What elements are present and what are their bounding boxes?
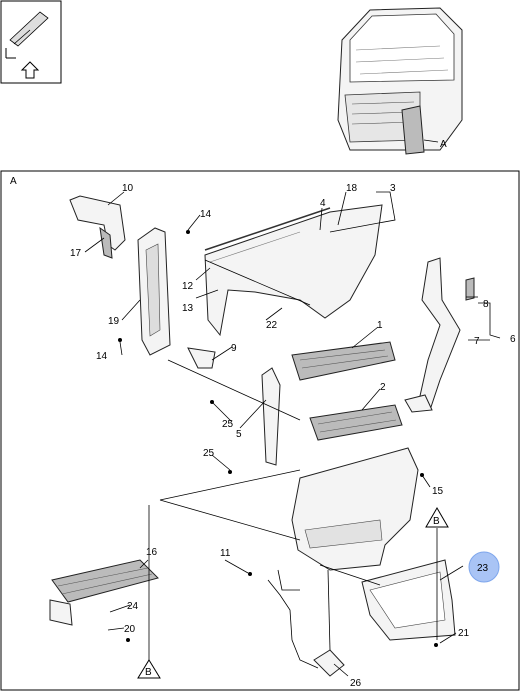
overview-callout-a: A bbox=[440, 139, 447, 150]
callout-9: 9 bbox=[231, 343, 237, 354]
part-step-housing-15 bbox=[291, 447, 419, 571]
callout-4: 4 bbox=[320, 198, 326, 209]
detail-frame-label: A bbox=[10, 176, 17, 187]
marker-b-top bbox=[425, 507, 449, 528]
part-bracket-9 bbox=[187, 347, 216, 369]
callout-1: 1 bbox=[377, 320, 383, 331]
callout-18: 18 bbox=[346, 183, 358, 194]
callout-22: 22 bbox=[266, 320, 278, 331]
callout-5: 5 bbox=[236, 429, 242, 440]
part-stand-5 bbox=[261, 367, 281, 466]
callout-23: 23 bbox=[477, 563, 489, 574]
callout-2: 2 bbox=[380, 382, 386, 393]
callout-16: 16 bbox=[146, 547, 158, 558]
callout-20: 20 bbox=[124, 624, 136, 635]
part-grille-1 bbox=[291, 341, 396, 381]
callout-25-lower: 25 bbox=[203, 448, 215, 459]
marker-b-bottom bbox=[137, 659, 161, 679]
part-pillar-7 bbox=[404, 257, 461, 413]
callout-14-left: 14 bbox=[96, 351, 108, 362]
part-pillar-19 bbox=[137, 227, 171, 356]
callout-7: 7 bbox=[474, 336, 480, 347]
callout-labels: 1 2 3 4 5 6 7 8 9 10 11 12 13 14 14 15 1… bbox=[70, 183, 516, 689]
cab-overview-illustration bbox=[337, 7, 463, 155]
callout-11: 11 bbox=[220, 548, 231, 559]
callout-3: 3 bbox=[390, 183, 396, 194]
wiring-harness-26 bbox=[267, 579, 345, 677]
part-lower-panel-23 bbox=[361, 559, 456, 641]
marker-b-top-label: B bbox=[433, 516, 440, 527]
orientation-box bbox=[0, 0, 62, 84]
callout-26: 26 bbox=[350, 678, 362, 689]
callout-14-top: 14 bbox=[200, 209, 212, 220]
forward-arrow-icon bbox=[5, 11, 49, 79]
callout-23-highlight bbox=[468, 551, 500, 583]
callout-21: 21 bbox=[458, 628, 470, 639]
callout-24: 24 bbox=[127, 601, 139, 612]
part-top-panel-3 bbox=[204, 204, 383, 337]
callout-12: 12 bbox=[182, 281, 194, 292]
leader-lines bbox=[84, 191, 501, 677]
callout-15: 15 bbox=[432, 486, 444, 497]
part-bracket-10 bbox=[69, 195, 126, 259]
callout-19: 19 bbox=[108, 316, 120, 327]
part-bracket-8 bbox=[465, 277, 475, 301]
callout-6: 6 bbox=[510, 334, 516, 345]
callout-10: 10 bbox=[122, 183, 134, 194]
callout-13: 13 bbox=[182, 303, 194, 314]
part-grille-2 bbox=[309, 404, 403, 441]
part-grille-16 bbox=[49, 559, 159, 626]
callout-17: 17 bbox=[70, 248, 82, 259]
callout-8: 8 bbox=[483, 299, 489, 310]
marker-b-bottom-label: B bbox=[145, 667, 152, 678]
detail-frame bbox=[0, 170, 520, 691]
callout-25-upper: 25 bbox=[222, 419, 234, 430]
